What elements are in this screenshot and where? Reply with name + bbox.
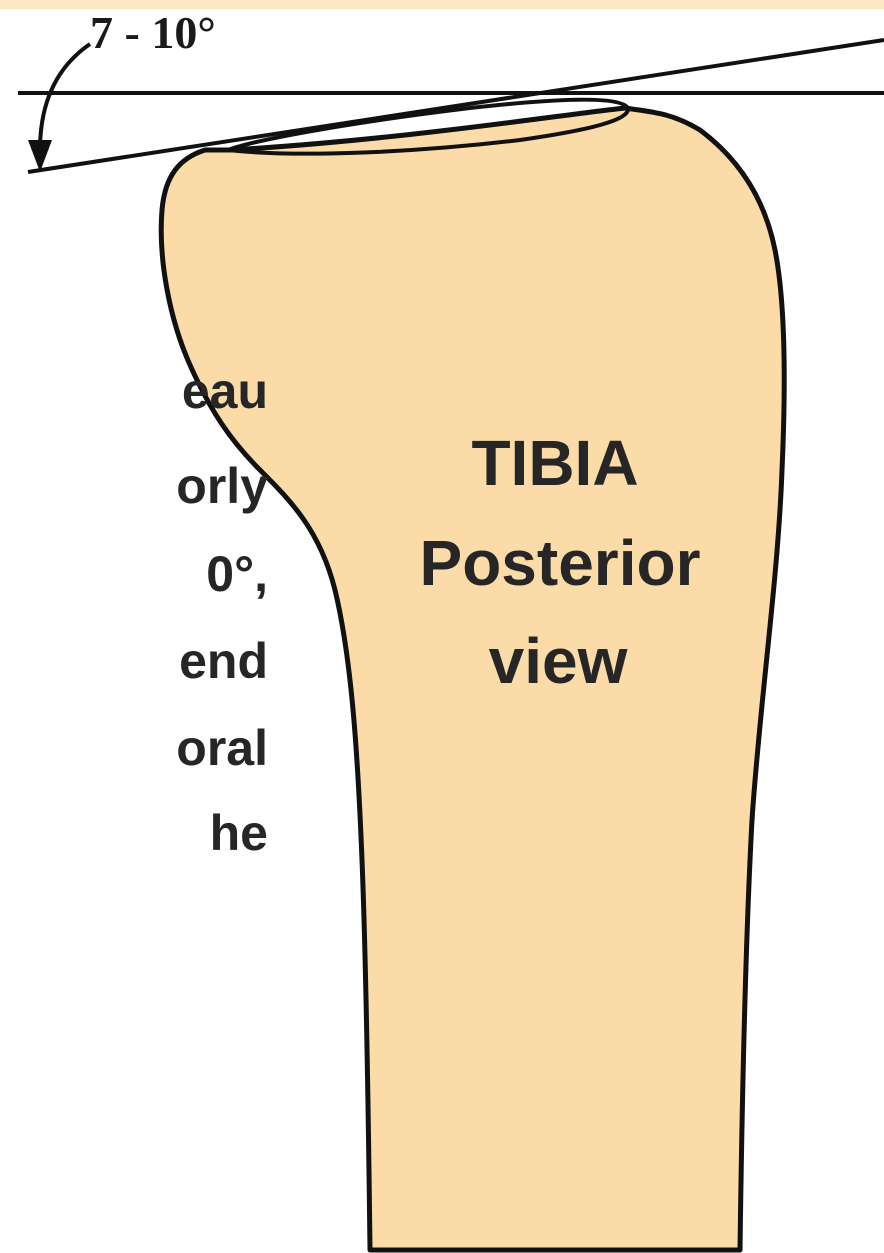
side-text-line-1: eau [182, 363, 268, 419]
curved-arrow-down-icon [28, 44, 90, 172]
side-text-line-3: 0°, [206, 546, 268, 602]
side-text-line-6: he [210, 805, 268, 861]
bone-label-line2: Posterior [420, 527, 701, 599]
side-text-line-4: end [179, 633, 268, 689]
side-text-line-5: oral [176, 720, 268, 776]
bone-label-line3: view [489, 625, 628, 697]
angle-label: 7 - 10° [90, 7, 216, 58]
bone-label-line1: TIBIA [471, 427, 638, 499]
side-text-line-2: orly [176, 458, 268, 514]
